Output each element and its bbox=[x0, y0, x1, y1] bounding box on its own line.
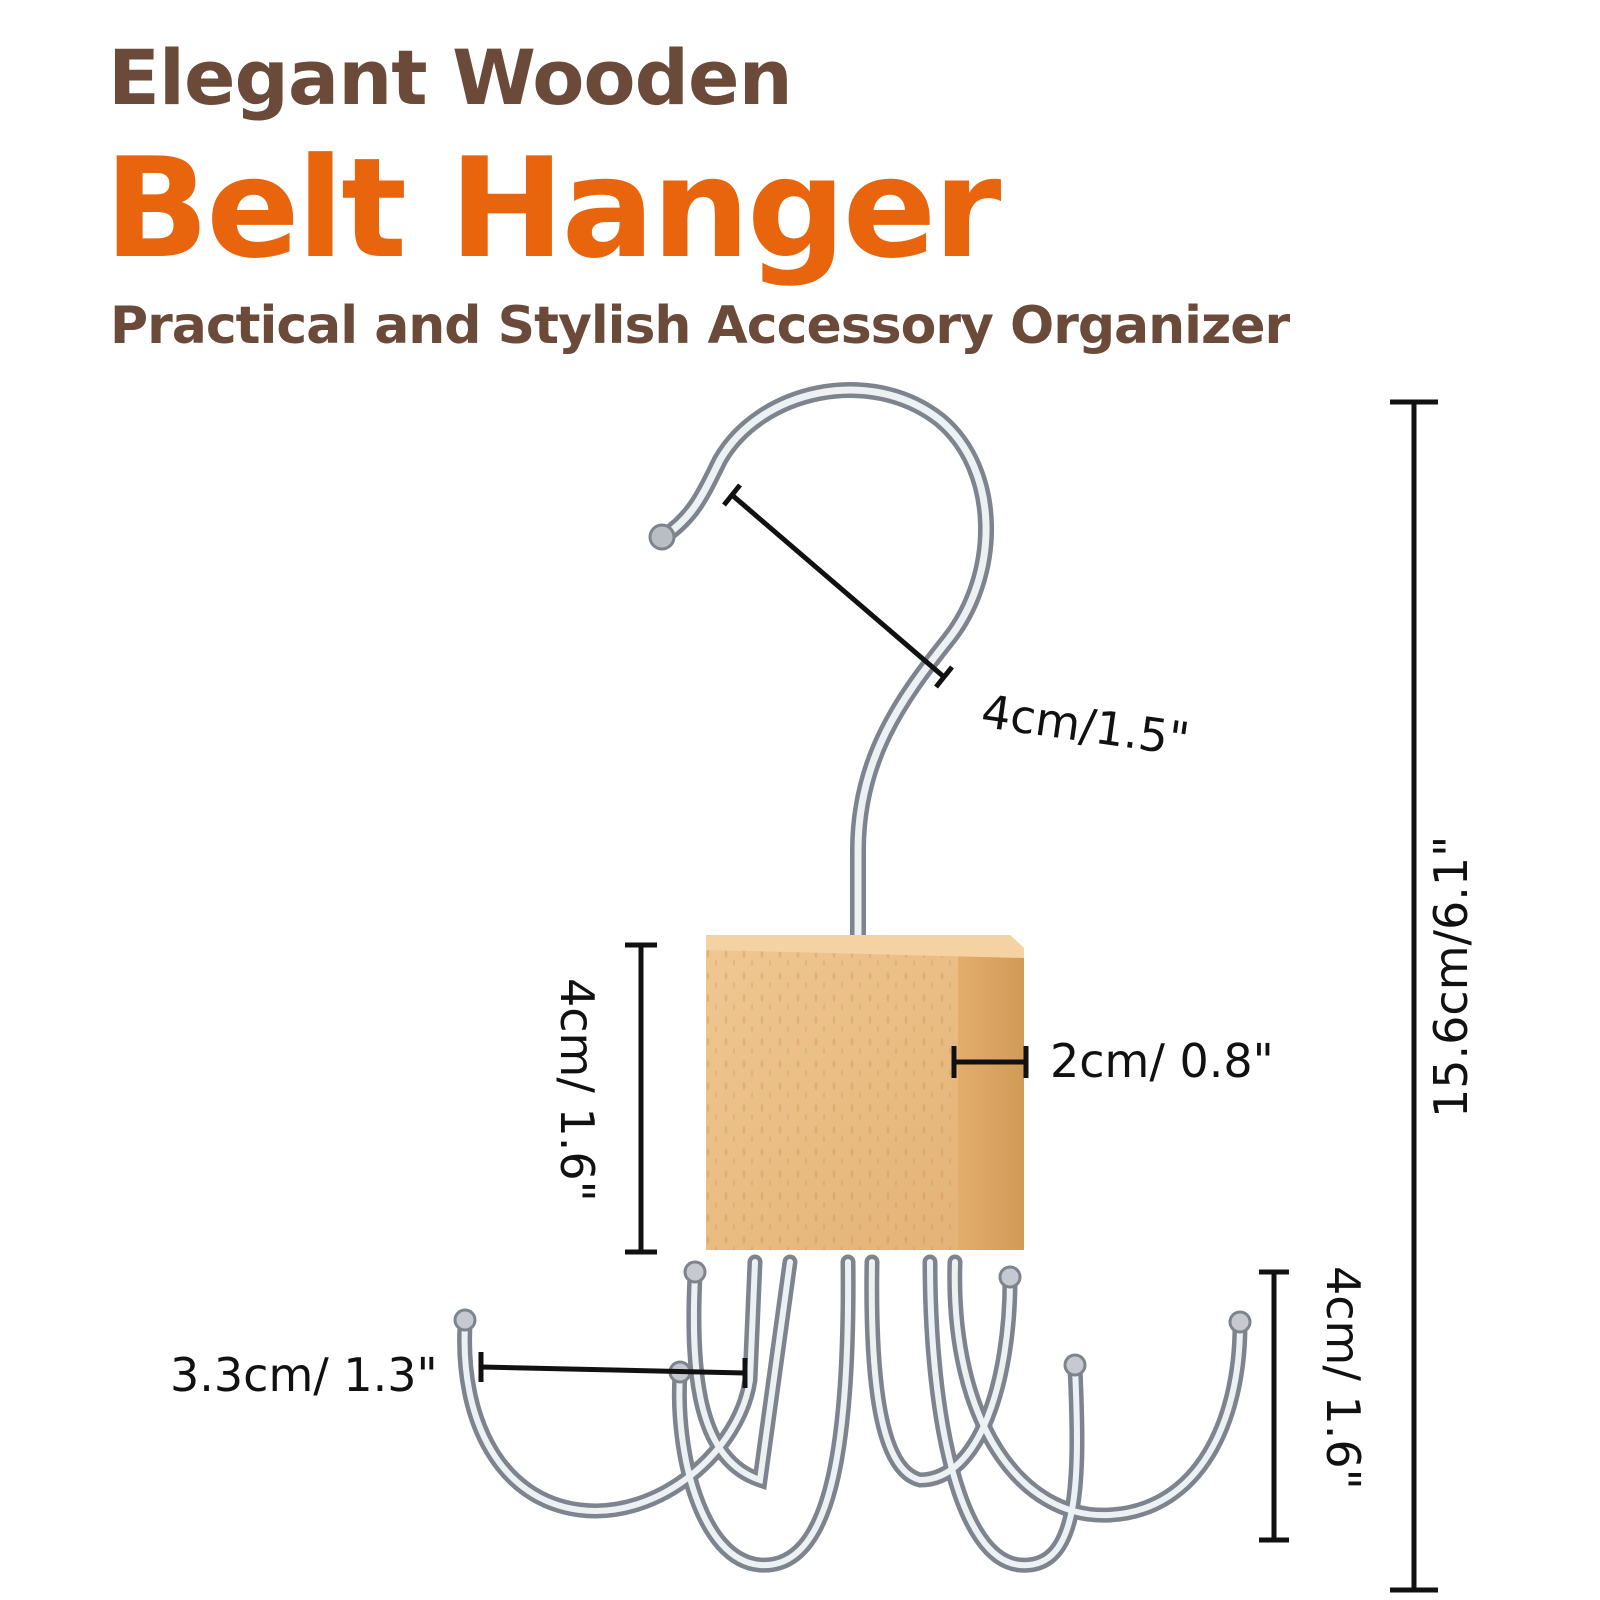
belt-hooks bbox=[453, 1254, 1252, 1573]
subtitle: Practical and Stylish Accessory Organize… bbox=[110, 296, 1290, 356]
block-thickness-dimension bbox=[951, 1046, 1029, 1078]
block-height-label: 4cm/ 1.6" bbox=[550, 978, 604, 1202]
title-line-2: Belt Hanger bbox=[104, 128, 1001, 289]
total-height-dimension bbox=[1390, 399, 1438, 1593]
total-height-label: 15.6cm/6.1" bbox=[1424, 835, 1478, 1118]
dimension-lines bbox=[478, 399, 1438, 1593]
arm-reach-dimension bbox=[478, 1352, 748, 1388]
block-height-dimension bbox=[625, 942, 657, 1255]
arm-reach-label: 3.3cm/ 1.3" bbox=[170, 1348, 438, 1402]
title-line-1: Elegant Wooden bbox=[108, 33, 793, 122]
block-thickness-label: 2cm/ 0.8" bbox=[1050, 1034, 1274, 1088]
arm-depth-label: 4cm/ 1.6" bbox=[1316, 1266, 1370, 1490]
wooden-block bbox=[706, 935, 1024, 1250]
arm-depth-dimension bbox=[1259, 1269, 1289, 1543]
hook-opening-dimension bbox=[722, 483, 954, 689]
s-hook bbox=[648, 382, 995, 953]
